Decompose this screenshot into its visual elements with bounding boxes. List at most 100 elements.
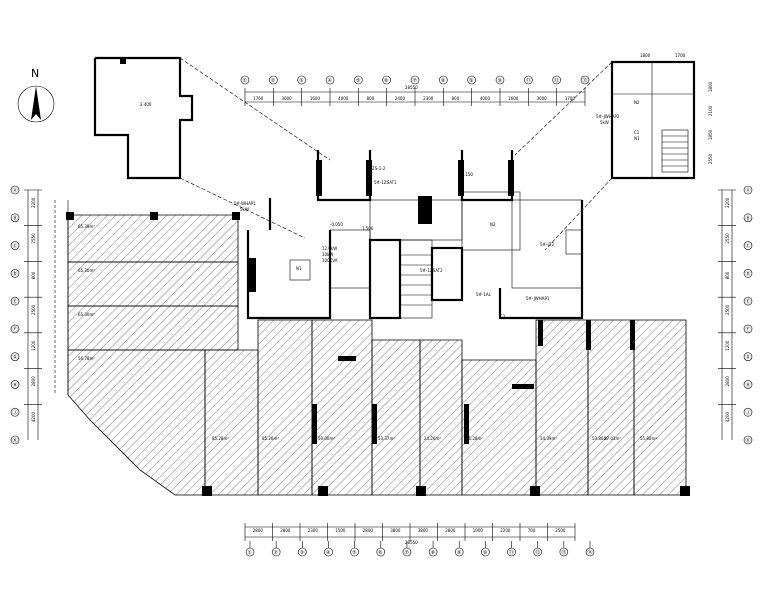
grid-bubble-top <box>297 75 306 85</box>
bottom-dim-text: 2800 <box>253 528 264 533</box>
shop-area-label: 27.03m² <box>604 436 621 441</box>
grid-bubble-label: Ⓕ <box>746 326 751 333</box>
grid-bubble-label: ⑪ <box>526 77 531 84</box>
grid-bubble-label: Ⓙ <box>13 409 18 416</box>
shop-area-label: 53.80m² <box>592 436 609 441</box>
label-ap3: 5#-JWHAP1 <box>526 296 550 301</box>
grid-bubble-label: ⑭ <box>588 549 593 556</box>
label-c1-inset: C1 <box>634 130 640 135</box>
grid-bubble-top <box>467 75 476 85</box>
grid-bubble-side <box>10 269 20 278</box>
grid-bubble-label: ⑥ <box>378 550 383 556</box>
label-n2: N2 <box>490 222 496 227</box>
grid-bubble-top <box>269 75 278 85</box>
grid-bubble-label: ⑥ <box>384 78 389 84</box>
inset-side-dim-text: 2100 <box>708 105 713 116</box>
grid-bubble-bottom <box>298 547 307 557</box>
grid-bubble-label: ⑤ <box>356 78 360 84</box>
bottom-dim-text: 2800 <box>280 528 291 533</box>
label-ap1: 5#-WHAP1 <box>234 201 256 206</box>
label-kw1: 12.0kW <box>322 246 337 251</box>
grid-bubble-side <box>10 296 20 306</box>
top-dim-text: 1600 <box>310 96 321 101</box>
label-val1: -0.150 <box>460 172 473 177</box>
grid-bubble-top <box>524 75 533 85</box>
top-dim-text: 1700 <box>565 96 576 101</box>
grid-bubble-side <box>743 435 753 445</box>
grid-bubble-label: ⑩ <box>483 550 488 556</box>
grid-bubble-label: Ⓚ <box>746 437 751 444</box>
grid-bubble-label: ⑤ <box>352 550 356 556</box>
grid-bubble-label: Ⓗ <box>13 381 18 388</box>
label-ap2: 5#-JWHAP2 <box>596 114 620 119</box>
leader-line <box>514 61 613 156</box>
bottom-total: 28550 <box>405 540 418 545</box>
grid-bubble-label: ② <box>274 550 279 556</box>
grid-bubble-label: Ⓚ <box>13 437 18 444</box>
inset-side-dim-text: 2550 <box>708 153 713 164</box>
grid-bubble-bottom <box>428 547 438 557</box>
top-dim-text: 2400 <box>395 96 406 101</box>
grid-bubble-side <box>743 269 753 278</box>
grid-bubble-label: ⑫ <box>535 549 540 556</box>
side-dim-text: 4200 <box>31 412 36 423</box>
bottom-dim-text: 2800 <box>363 528 374 533</box>
shop-area-label: 55.80m² <box>640 436 657 441</box>
shop-area-label: 85.28m² <box>212 436 229 441</box>
shop-area-label: 65.30m² <box>78 312 95 317</box>
shop-area-label: 85.26m² <box>262 436 279 441</box>
grid-bubble-label: ⑪ <box>509 549 514 556</box>
grid-bubble-label: ④ <box>326 550 331 556</box>
top-dim-text: 2300 <box>423 96 434 101</box>
label-n2-inset: N2 <box>634 100 640 105</box>
grid-bubble-side <box>10 435 20 445</box>
top-dim-text: 800 <box>452 96 460 101</box>
side-dim-text: 2800 <box>31 376 36 387</box>
grid-bubble-bottom <box>559 547 569 557</box>
north-label: N <box>31 67 39 80</box>
side-dim-text: 2800 <box>725 376 730 387</box>
grid-bubble-top <box>382 75 391 85</box>
label-ap2-power: 5kW <box>600 120 609 125</box>
grid-bubble-label: ⑬ <box>561 549 566 556</box>
grid-bubble-label: ④ <box>328 78 333 84</box>
grid-bubble-side <box>743 213 753 223</box>
side-dim-text: 1200 <box>31 340 36 351</box>
grid-bubble-side <box>10 213 20 223</box>
grid-bubble-label: Ⓙ <box>746 409 751 416</box>
grid-bubble-side <box>743 380 753 389</box>
top-dim-text: 1600 <box>508 96 519 101</box>
bottom-dim-text: 3800 <box>418 528 429 533</box>
top-total: 28550 <box>405 85 418 90</box>
grid-bubble-label: ① <box>248 550 253 556</box>
grid-bubble-label: Ⓒ <box>746 243 751 250</box>
grid-bubble-bottom <box>324 547 333 557</box>
inset-dim-2: 1700 <box>675 53 686 58</box>
grid-bubble-side <box>743 296 753 306</box>
top-dim-text: 3000 <box>537 96 548 101</box>
inset-side-dim-text: 1800 <box>708 81 713 92</box>
grid-bubble-label: ⑧ <box>431 550 436 556</box>
label-at1: 5#-1ZSAT1 <box>374 180 397 185</box>
grid-bubble-label: Ⓕ <box>13 326 18 333</box>
grid-bubble-top <box>410 75 420 85</box>
grid-bubble-label: ① <box>243 78 248 84</box>
grid-bubble-label: ⑧ <box>441 78 446 84</box>
label-lt2: 5#-LT2 <box>540 242 554 247</box>
shop-area-label: 53.37m² <box>378 436 395 441</box>
top-dim-text: 800 <box>367 96 375 101</box>
side-dim-text: 4200 <box>725 412 730 423</box>
inset-label: 2.400 <box>140 102 152 107</box>
grid-bubble-top <box>354 75 363 85</box>
inset-dim-1: 1800 <box>640 53 651 58</box>
grid-bubble-side <box>10 380 20 389</box>
grid-bubble-top <box>580 75 590 85</box>
side-dim-text: 2500 <box>31 304 36 315</box>
top-dim-text: 3000 <box>282 96 293 101</box>
shop-area-label: 59.00m² <box>318 436 335 441</box>
grid-bubble-side <box>743 407 753 417</box>
grid-bubble-label: ⑨ <box>469 78 473 84</box>
grid-bubble-label: Ⓓ <box>746 270 751 277</box>
